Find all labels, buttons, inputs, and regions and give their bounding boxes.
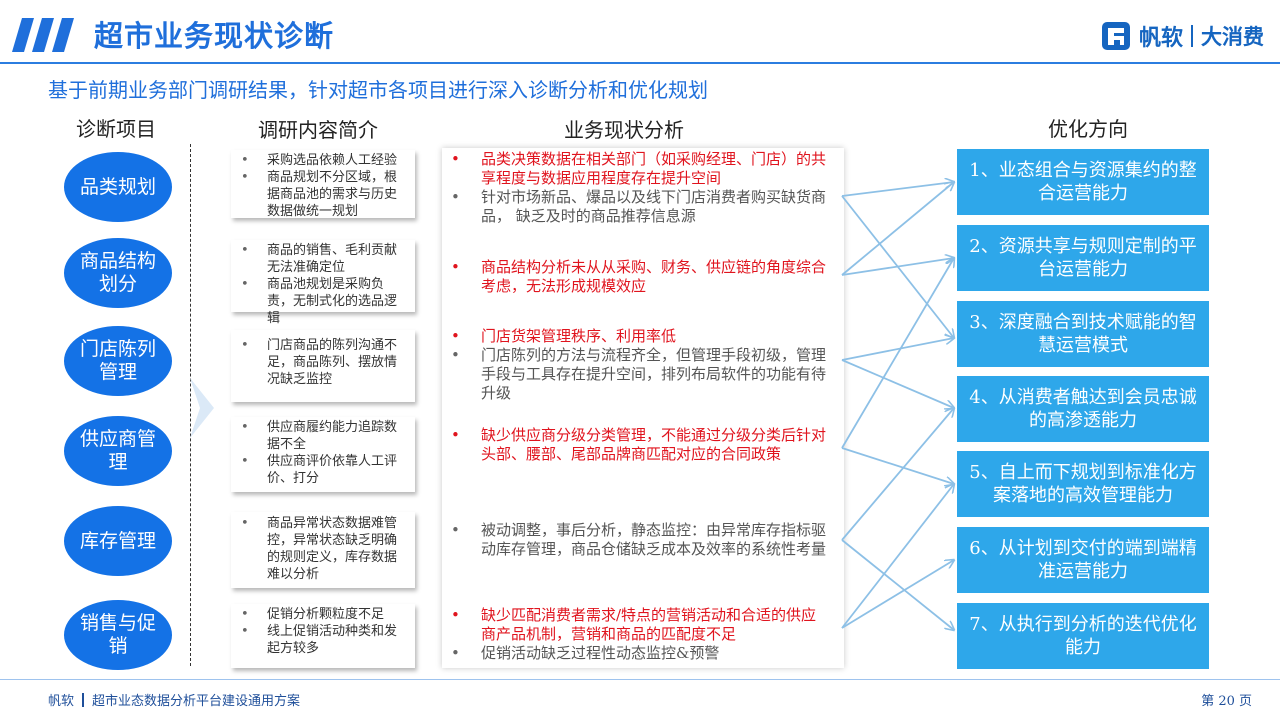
column-header-direction: 优化方向 [1048, 117, 1128, 141]
page-number: 第 20 页 [1201, 694, 1252, 709]
list-item: 商品的销售、毛利贡献无法准确定位 [235, 242, 409, 276]
list-item: 缺少匹配消费者需求/特点的营销活动和合适的供应商产品机制，营销和商品的匹配度不足 [448, 606, 828, 644]
list-item: 促销分析颗粒度不足 [235, 606, 409, 623]
chevron-right-icon [190, 378, 214, 438]
analysis-box: 缺少匹配消费者需求/特点的营销活动和合适的供应商产品机制，营销和商品的匹配度不足… [448, 606, 828, 663]
footer-divider [0, 679, 1280, 680]
list-item: 商品池规划是采购负责，无制式化的选品逻辑 [235, 276, 409, 327]
list-item: 门店商品的陈列沟通不足，商品陈列、摆放情况缺乏监控 [235, 337, 409, 388]
analysis-box: 门店货架管理秩序、利用率低 门店陈列的方法与流程齐全，但管理手段初级，管理手段与… [448, 327, 828, 403]
column-header-intro: 调研内容简介 [258, 118, 378, 142]
intro-box: 商品的销售、毛利贡献无法准确定位 商品池规划是采购负责，无制式化的选品逻辑 [231, 240, 415, 326]
intro-box: 促销分析颗粒度不足 线上促销活动种类和发起方较多 [231, 604, 415, 668]
footer-brand: 帆软 [48, 694, 75, 709]
list-item: 商品结构分析未从从采购、财务、供应链的角度综合考虑，无法形成规模效应 [448, 258, 828, 296]
direction-box-7: 7、从执行到分析的迭代优化能力 [957, 603, 1209, 669]
page-subtitle: 基于前期业务部门调研结果，针对超市各项目进行深入诊断分析和优化规划 [48, 78, 708, 102]
footer-left: 帆软 超市业态数据分析平台建设通用方案 [48, 690, 300, 709]
intro-box: 采购选品依赖人工经验 商品规划不分区域，根据商品池的需求与历史数据做统一规划 [231, 150, 415, 220]
dashed-divider [190, 144, 191, 666]
analysis-box: 缺少供应商分级分类管理，不能通过分级分类后针对头部、腰部、尾部品牌商匹配对应的合… [448, 426, 828, 464]
direction-box-1: 1、业态组合与资源集约的整合运营能力 [957, 149, 1209, 215]
diagnosis-item-sales-promotion: 销售与促销 [64, 600, 172, 670]
logo-separator [1191, 25, 1193, 47]
diagnosis-item-product-structure: 商品结构划分 [64, 238, 172, 308]
direction-box-4: 4、从消费者触达到会员忠诚的高渗透能力 [957, 376, 1209, 442]
logo: 帆软 大消费 [1101, 20, 1264, 52]
logo-sub: 大消费 [1201, 25, 1264, 49]
analysis-box: 品类决策数据在相关部门（如采购经理、门店）的共享程度与数据应用程度存在提升空间 … [448, 150, 828, 226]
list-item: 缺少供应商分级分类管理，不能通过分级分类后针对头部、腰部、尾部品牌商匹配对应的合… [448, 426, 828, 464]
diagnosis-item-inventory: 库存管理 [64, 506, 172, 576]
header-divider [0, 62, 1280, 64]
list-item: 针对市场新品、爆品以及线下门店消费者购买缺货商品， 缺乏及时的商品推荐信息源 [448, 188, 828, 226]
logo-brand: 帆软 [1138, 26, 1183, 51]
list-item: 促销活动缺乏过程性动态监控&预警 [448, 644, 828, 663]
intro-box: 门店商品的陈列沟通不足，商品陈列、摆放情况缺乏监控 [231, 330, 415, 402]
intro-box: 供应商履约能力追踪数据不全 供应商评价依靠人工评价、打分 [231, 417, 415, 492]
analysis-box: 被动调整，事后分析，静态监控：由异常库存指标驱动库存管理，商品仓储缺乏成本及效率… [448, 521, 828, 559]
list-item: 线上促销活动种类和发起方较多 [235, 623, 409, 657]
list-item: 品类决策数据在相关部门（如采购经理、门店）的共享程度与数据应用程度存在提升空间 [448, 150, 828, 188]
list-item: 门店陈列的方法与流程齐全，但管理手段初级，管理手段与工具存在提升空间，排列布局软… [448, 346, 828, 403]
column-header-item: 诊断项目 [76, 117, 156, 141]
list-item: 商品异常状态数据难管控，异常状态缺乏明确的规则定义，库存数据难以分析 [235, 515, 409, 583]
column-header-analysis: 业务现状分析 [564, 118, 684, 142]
list-item: 门店货架管理秩序、利用率低 [448, 327, 828, 346]
list-item: 采购选品依赖人工经验 [235, 152, 409, 169]
footer-separator [82, 692, 85, 707]
page-title: 超市业务现状诊断 [94, 19, 335, 53]
list-item: 供应商履约能力追踪数据不全 [235, 419, 409, 453]
list-item: 商品规划不分区域，根据商品池的需求与历史数据做统一规划 [235, 169, 409, 220]
direction-box-6: 6、从计划到交付的端到端精准运营能力 [957, 527, 1209, 593]
analysis-box: 商品结构分析未从从采购、财务、供应链的角度综合考虑，无法形成规模效应 [448, 258, 828, 296]
intro-box: 商品异常状态数据难管控，异常状态缺乏明确的规则定义，库存数据难以分析 [231, 512, 415, 588]
direction-box-3: 3、深度融合到技术赋能的智慧运营模式 [957, 301, 1209, 367]
diagnosis-item-category-planning: 品类规划 [64, 152, 172, 222]
analysis-panel [442, 148, 844, 668]
diagnosis-item-store-display: 门店陈列管理 [64, 326, 172, 396]
fanruan-logo-icon [1101, 22, 1130, 50]
direction-box-2: 2、资源共享与规则定制的平台运营能力 [957, 225, 1209, 291]
list-item: 被动调整，事后分析，静态监控：由异常库存指标驱动库存管理，商品仓储缺乏成本及效率… [448, 521, 828, 559]
title-stripes-icon [12, 18, 74, 52]
diagnosis-item-supplier: 供应商管理 [64, 416, 172, 486]
footer-doc-title: 超市业态数据分析平台建设通用方案 [92, 694, 301, 709]
direction-box-5: 5、自上而下规划到标准化方案落地的高效管理能力 [957, 451, 1209, 517]
list-item: 供应商评价依靠人工评价、打分 [235, 453, 409, 487]
